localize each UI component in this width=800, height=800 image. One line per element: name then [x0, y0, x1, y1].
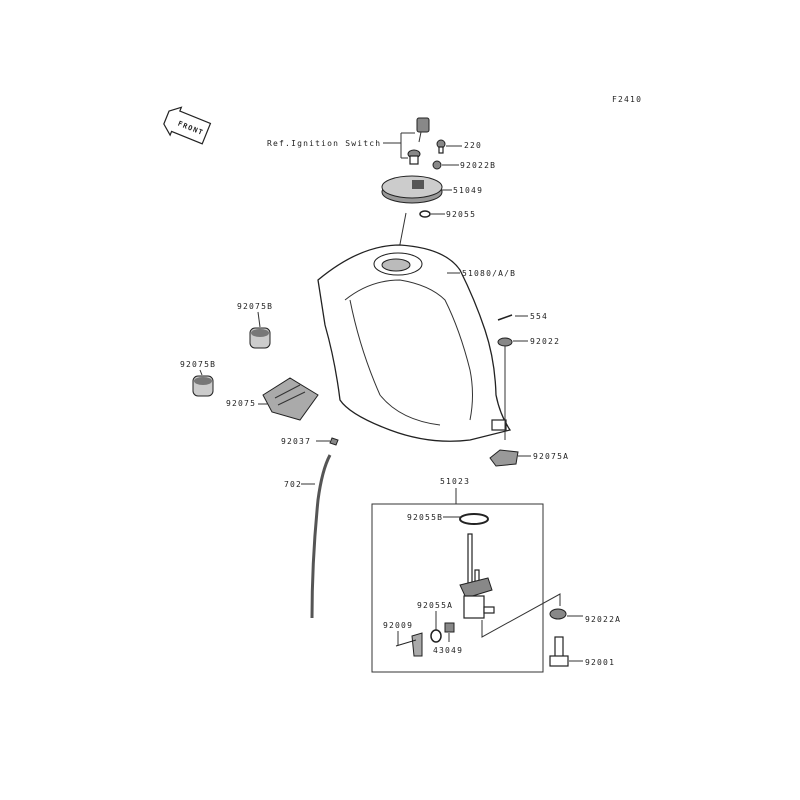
label-51049: 51049	[453, 186, 483, 195]
label-702: 702	[284, 480, 302, 489]
fuel-cock-valve	[459, 533, 495, 619]
label-ref-ignition-switch: Ref.Ignition Switch	[267, 139, 381, 148]
fuel-cap-51049	[381, 175, 443, 204]
label-92037: 92037	[281, 437, 311, 446]
label-554: 554	[530, 312, 548, 321]
label-92009: 92009	[383, 621, 413, 630]
clamp-92037	[329, 437, 339, 446]
clip-554	[497, 314, 513, 321]
label-92055b: 92055B	[407, 513, 443, 522]
damper-92075b-top	[249, 327, 271, 349]
label-51080: 51080/A/B	[462, 269, 516, 278]
washer-92022b	[432, 160, 442, 170]
gasket-92055	[419, 210, 431, 218]
front-arrow-icon: FRONT	[163, 106, 212, 145]
fuel-cock-assembly-box	[371, 503, 544, 673]
fuel-tank-51080	[317, 244, 512, 442]
label-220: 220	[464, 141, 482, 150]
damper-92075	[262, 377, 319, 421]
label-92001: 92001	[585, 658, 615, 667]
oring-92055a	[430, 629, 442, 643]
hose-702	[310, 454, 332, 619]
label-92055a: 92055A	[417, 601, 453, 610]
label-92022: 92022	[530, 337, 560, 346]
label-92075b-left: 92075B	[180, 360, 216, 369]
gasket-92055b	[459, 513, 489, 525]
label-51023: 51023	[440, 477, 470, 486]
figure-code: F2410	[612, 95, 642, 104]
label-92022b: 92022B	[460, 161, 496, 170]
label-92022a: 92022A	[585, 615, 621, 624]
damper-92075a	[489, 449, 519, 467]
lever-92009	[395, 632, 423, 657]
washer-92022	[497, 337, 513, 347]
bolt-92001	[549, 636, 569, 667]
label-92075: 92075	[226, 399, 256, 408]
label-92055: 92055	[446, 210, 476, 219]
ignition-cylinder	[407, 149, 421, 165]
label-43049: 43049	[433, 646, 463, 655]
washer-92022a	[549, 608, 567, 620]
ignition-key	[416, 117, 430, 143]
damper-92075b-left	[192, 375, 214, 397]
bolt-220	[436, 139, 446, 154]
label-92075a: 92075A	[533, 452, 569, 461]
label-92075b-top: 92075B	[237, 302, 273, 311]
filter-43049	[444, 622, 455, 633]
